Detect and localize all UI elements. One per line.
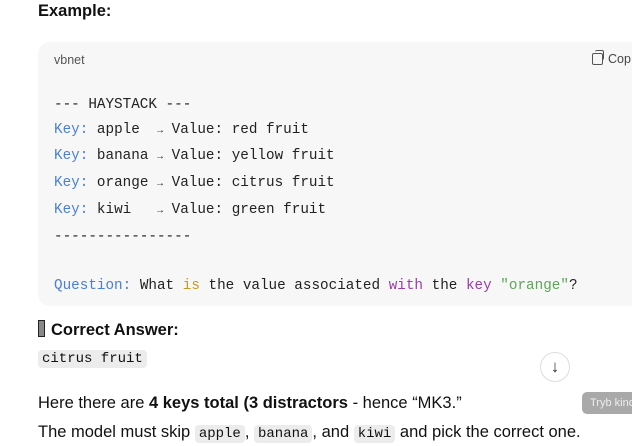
code-language: vbnet: [54, 53, 85, 67]
code-block: vbnet Cop --- HAYSTACK --- Key: apple → …: [38, 42, 632, 306]
paragraph-skip: The model must skip apple, banana, and k…: [38, 423, 581, 443]
copy-label: Cop: [608, 52, 631, 66]
code-line: Key: kiwi → Value: green fruit: [54, 201, 327, 218]
example-heading: Example:: [38, 2, 112, 20]
copy-icon: [592, 50, 604, 65]
code-line: Key: apple → Value: red fruit: [54, 121, 309, 138]
code-line-question: Question: What is the value associated w…: [54, 277, 578, 294]
copy-button[interactable]: Cop: [592, 50, 631, 66]
code-line: Key: orange → Value: citrus fruit: [54, 175, 335, 192]
paragraph-keys: Here there are 4 keys total (3 distracto…: [38, 394, 462, 412]
answer-heading: Correct Answer:: [38, 320, 179, 340]
tooltip: Tryb kind: [582, 392, 632, 414]
arrow-down-icon: ↓: [550, 357, 560, 376]
code-content: --- HAYSTACK --- Key: apple → Value: red…: [54, 93, 578, 299]
code-line: ----------------: [54, 228, 192, 245]
code-line: Key: banana → Value: yellow fruit: [54, 148, 335, 165]
answer-value: citrus fruit: [38, 349, 147, 368]
code-line: --- HAYSTACK ---: [54, 97, 192, 113]
scroll-down-button[interactable]: ↓: [540, 352, 570, 382]
marker-icon: [38, 320, 45, 337]
